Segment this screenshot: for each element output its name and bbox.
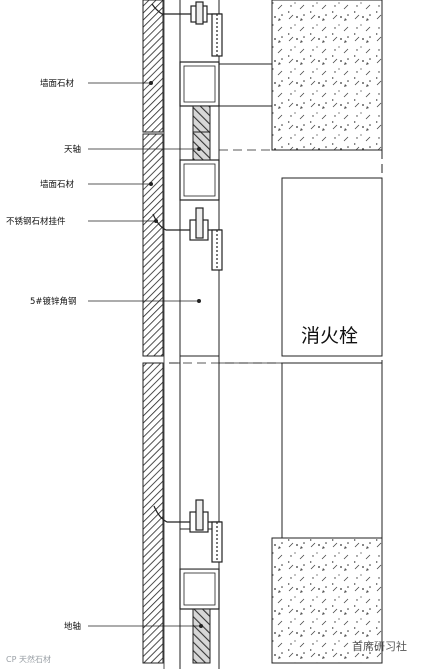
concrete-block-top <box>271 0 383 151</box>
watermark-left: CP 天然石材 <box>6 654 51 664</box>
wall-stone-panel-top <box>142 0 164 133</box>
wall-stone-panels <box>142 0 164 664</box>
top-axis-bolt-2 <box>192 131 211 161</box>
watermark-right: 首席研习社 <box>352 639 407 653</box>
wall-stone-panel-middle <box>142 133 164 357</box>
label-top-axis: 天轴 <box>64 144 81 155</box>
label-wall-stone-2: 墙面石材 <box>40 179 75 190</box>
stainless-hangers <box>151 1 223 563</box>
concrete-structure <box>271 0 383 664</box>
leaders <box>88 81 203 629</box>
square-tubes <box>179 61 220 610</box>
label-fire-hydrant: 消火栓 <box>301 325 358 347</box>
label-bottom-axis: 地轴 <box>64 621 81 632</box>
wall-stone-panel-bottom <box>142 362 164 664</box>
label-galv-angle: 5#镀锌角钢 <box>30 296 77 307</box>
axis-bolts <box>192 105 211 664</box>
label-wall-stone-1: 墙面石材 <box>40 78 75 89</box>
label-stainless-hanger: 不锈钢石材挂件 <box>6 216 66 227</box>
concrete-block-bottom <box>271 537 383 664</box>
top-axis-bolt-1 <box>192 105 211 133</box>
fire-hydrant-cabinet <box>169 149 383 539</box>
bottom-axis-bolt <box>192 608 211 664</box>
connection-lines <box>219 63 272 107</box>
